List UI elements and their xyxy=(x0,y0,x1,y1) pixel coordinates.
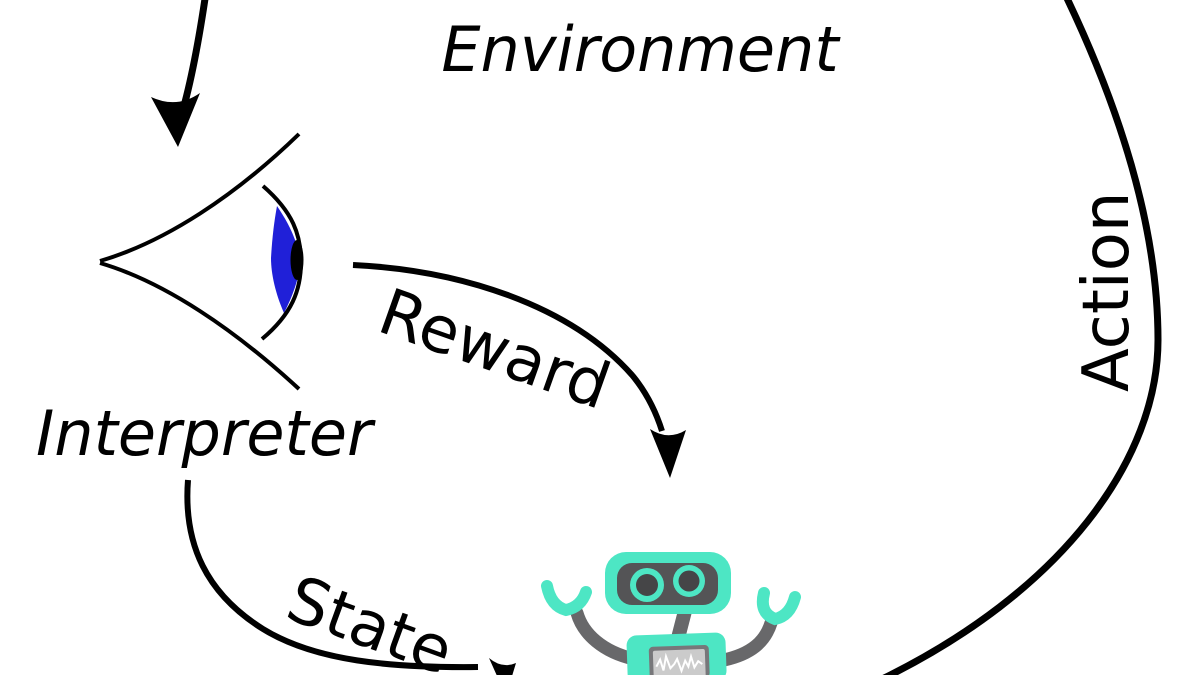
robot-left-claw xyxy=(541,580,592,617)
interpreter-label: Interpreter xyxy=(36,397,376,470)
state-arrow xyxy=(184,479,516,675)
action-arrow-curve xyxy=(882,0,1162,675)
state-label: State xyxy=(278,562,462,675)
robot-body-group xyxy=(626,632,727,675)
environment-to-interpreter-arrow xyxy=(151,0,209,147)
eye-cornea-arc xyxy=(260,184,304,341)
reward-arrowhead-icon xyxy=(650,429,686,478)
reward-arrow xyxy=(352,262,686,478)
robot-right-arm xyxy=(717,616,778,667)
robot-right-eye xyxy=(678,570,700,592)
agent-robot-icon xyxy=(541,552,801,675)
reward-arrow-curve xyxy=(352,262,665,432)
state-arrowhead-icon xyxy=(489,658,516,675)
reward-label: Reward xyxy=(370,275,619,424)
environment-label: Environment xyxy=(441,13,841,86)
environment-arrowhead-icon xyxy=(151,93,200,147)
robot-left-arm xyxy=(570,606,641,666)
action-label: Action xyxy=(1070,192,1144,392)
eye-iris xyxy=(271,206,300,313)
state-arrow-curve xyxy=(184,479,479,671)
interpreter-eye-icon xyxy=(99,132,304,391)
robot-right-claw xyxy=(756,587,801,626)
robot-left-eye xyxy=(636,574,658,596)
eye-lower-lash xyxy=(99,261,301,391)
eye-upper-lash xyxy=(99,132,301,263)
robot-screen-waveform xyxy=(655,652,703,674)
